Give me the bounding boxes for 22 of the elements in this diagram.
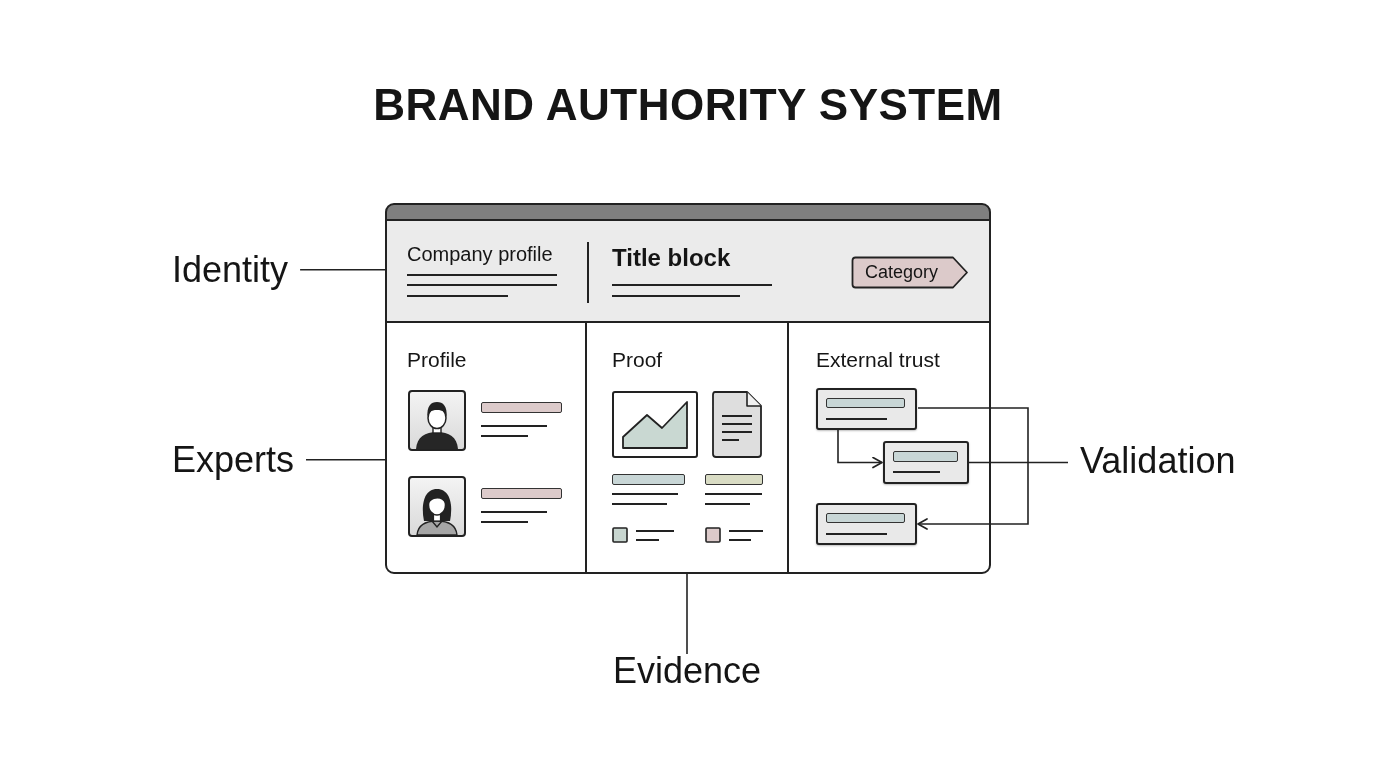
column-heading: External trust (816, 348, 940, 373)
trust-card (816, 503, 917, 545)
callout-label: Identity (172, 249, 289, 291)
leader-line (299, 268, 388, 271)
callout-label: Experts (172, 439, 295, 481)
trust-card (883, 441, 969, 484)
callout-label: Validation (1080, 440, 1236, 482)
category-tag: Category (851, 256, 969, 289)
leader-line (968, 461, 1069, 464)
header-band (387, 221, 989, 323)
section-heading: Company profile (407, 243, 553, 266)
page-mockup-frame (385, 203, 991, 574)
page-title-heading: Title block (612, 244, 731, 272)
leader-line (686, 571, 688, 655)
diagram-title: BRAND AUTHORITY SYSTEM (373, 80, 1003, 131)
arrow (917, 407, 1029, 530)
column-heading: Proof (612, 348, 663, 373)
trust-card (816, 388, 917, 430)
arrow (837, 429, 883, 469)
callout-label: Evidence (612, 650, 762, 692)
column-heading: Profile (407, 348, 467, 373)
leader-line (305, 458, 388, 461)
